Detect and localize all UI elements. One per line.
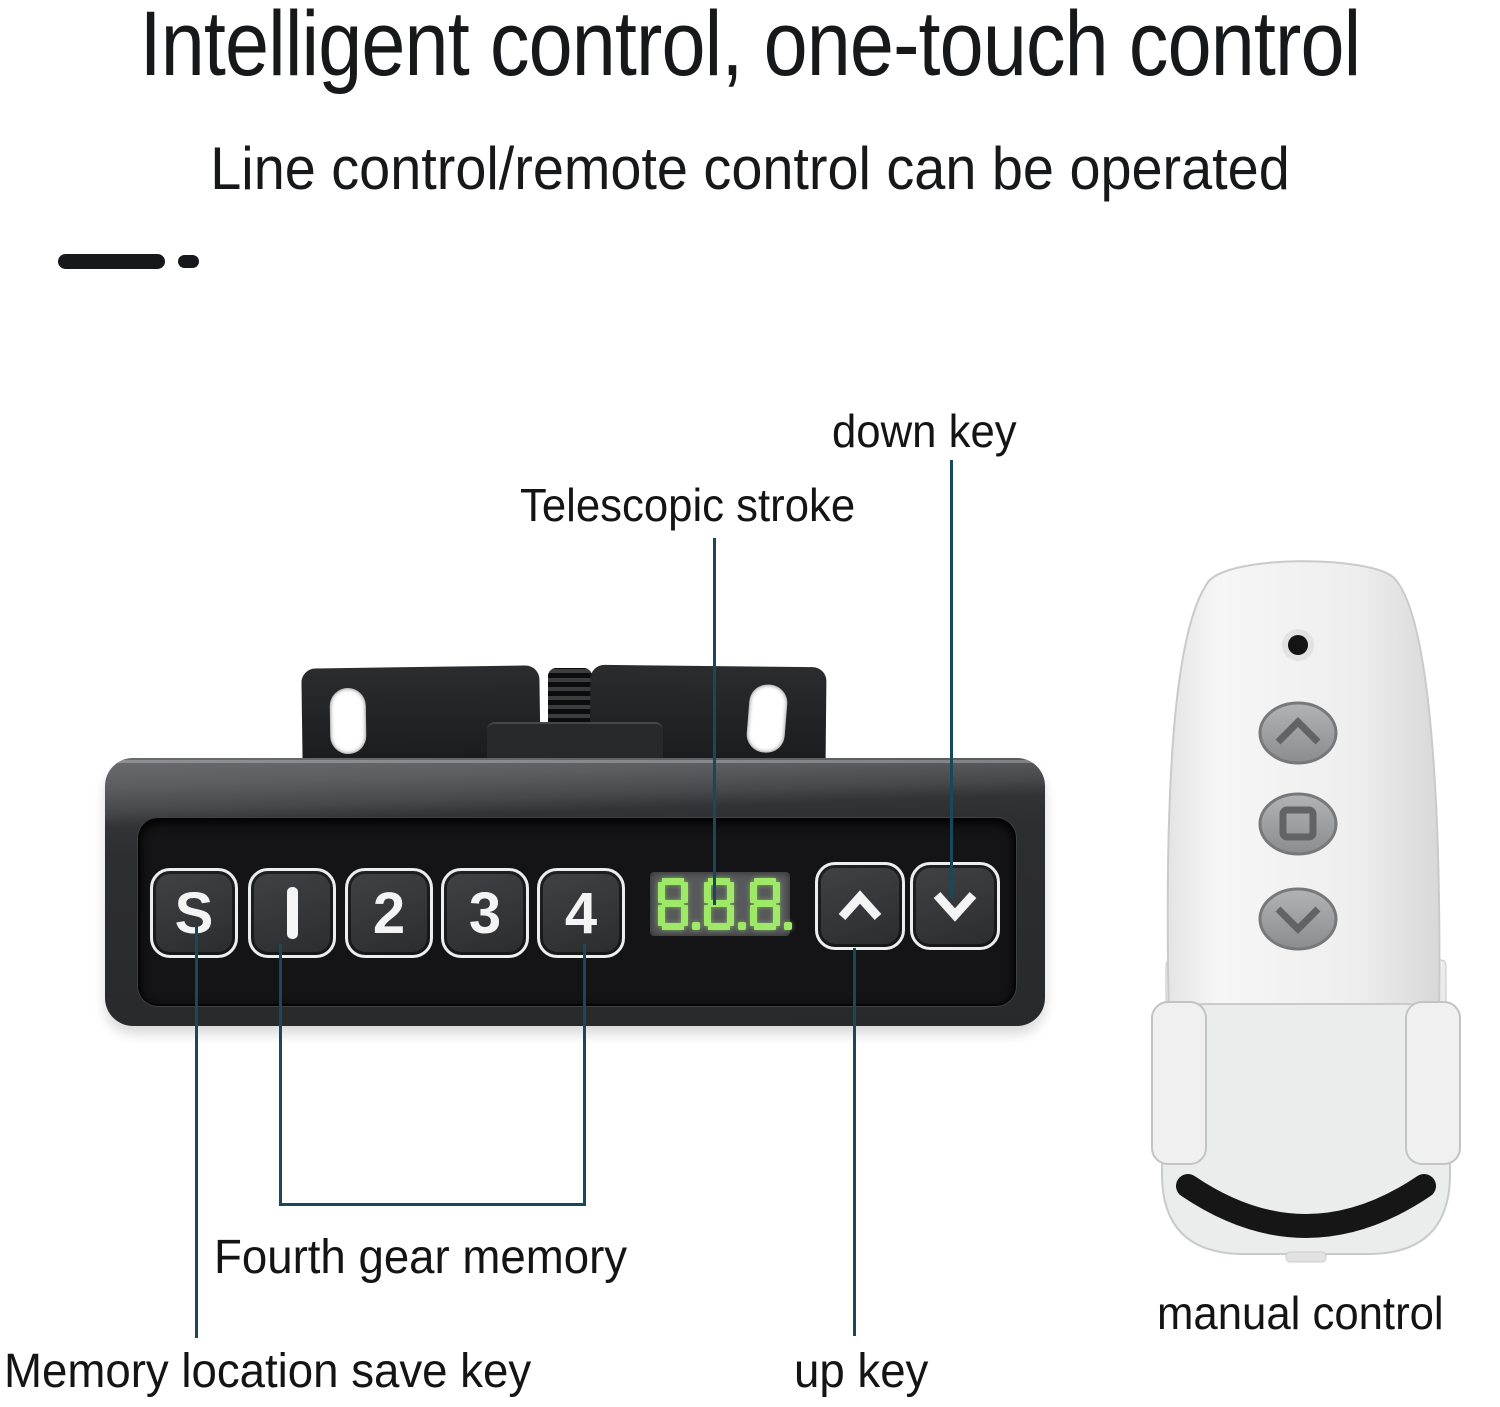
- preset-3-button[interactable]: 3: [441, 868, 529, 958]
- label-down-key: down key: [832, 405, 1017, 457]
- stop-square-icon: [1279, 806, 1317, 841]
- display-digit: [658, 878, 700, 930]
- callout-line-preset-1: [279, 944, 282, 1206]
- label-manual-control: manual control: [1157, 1287, 1444, 1339]
- label-telescopic-stroke: Telescopic stroke: [520, 479, 856, 531]
- label-memory-location-save-key: Memory location save key: [4, 1345, 532, 1398]
- dash-dot-decoration: [178, 255, 199, 268]
- chevron-down-icon: [933, 891, 977, 922]
- remote-stop-button[interactable]: [1258, 792, 1338, 856]
- callout-line-down-key: [950, 460, 953, 898]
- save-button-label: S: [174, 880, 214, 946]
- chevron-up-icon: [1275, 717, 1321, 745]
- preset-4-button[interactable]: 4: [537, 868, 625, 958]
- chevron-down-icon: [1275, 906, 1321, 934]
- callout-line-save-key: [195, 926, 198, 1338]
- bracket-slot-right: [745, 683, 789, 755]
- display-digit: [704, 878, 746, 930]
- cradle-clip-left: [1151, 1001, 1207, 1165]
- led-indicator-icon: [1288, 635, 1308, 655]
- remote-control: [1151, 560, 1461, 1263]
- label-fourth-gear-memory: Fourth gear memory: [214, 1231, 628, 1284]
- remote-down-button[interactable]: [1258, 887, 1338, 951]
- cradle-shadow-arc: [1176, 1174, 1436, 1238]
- page-subtitle: Line control/remote control can be opera…: [210, 135, 1290, 202]
- up-button[interactable]: [815, 862, 905, 950]
- bracket-slot-left: [329, 687, 367, 755]
- preset-2-label: 2: [372, 880, 406, 946]
- display-digit: [750, 878, 792, 930]
- cradle-clip-right: [1405, 1001, 1461, 1165]
- preset-4-label: 4: [564, 880, 598, 946]
- callout-line-telescopic: [713, 538, 716, 905]
- preset-1-button[interactable]: 1: [248, 868, 336, 958]
- preset-3-label: 3: [468, 880, 502, 946]
- chevron-up-icon: [838, 890, 882, 921]
- label-up-key: up key: [794, 1345, 929, 1398]
- callout-line-memory-bracket: [279, 1203, 586, 1206]
- callout-line-preset-4: [583, 944, 586, 1206]
- preset-1-label: 1: [287, 887, 298, 939]
- page-title: Intelligent control, one-touch control: [139, 0, 1362, 95]
- down-button[interactable]: [910, 862, 1000, 950]
- remote-up-button[interactable]: [1258, 701, 1338, 765]
- preset-2-button[interactable]: 2: [345, 868, 433, 958]
- dash-decoration: [58, 254, 165, 269]
- cradle-notch: [1285, 1251, 1327, 1263]
- save-button[interactable]: S: [150, 868, 238, 958]
- digital-display: [650, 872, 792, 936]
- callout-line-up-key: [853, 948, 856, 1336]
